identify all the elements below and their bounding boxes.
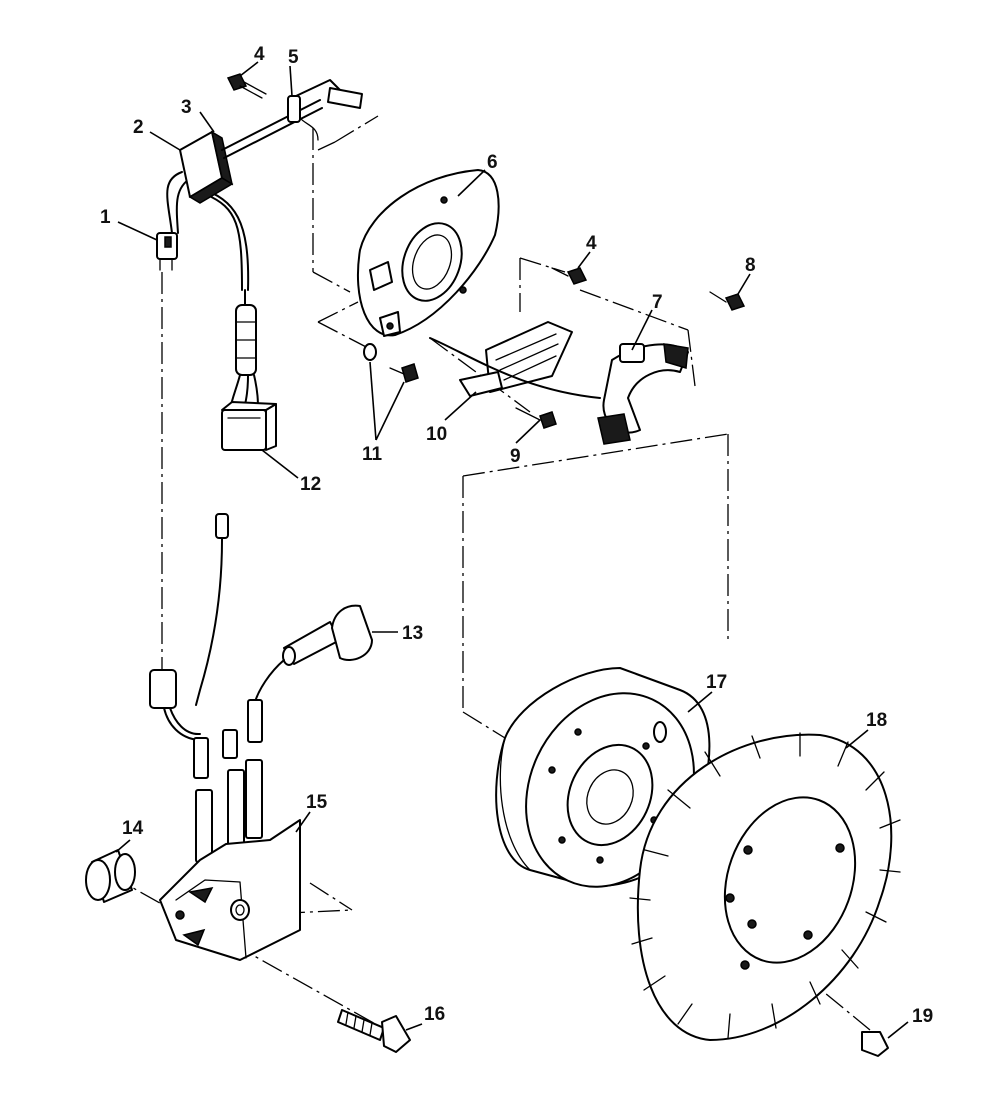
callout-15: 15 — [306, 792, 328, 813]
part-8-screw — [709, 291, 746, 311]
part-11-screw-washer — [363, 343, 419, 383]
part-4-screw-upper — [226, 73, 267, 99]
callout-13: 13 — [402, 623, 423, 644]
callout-2: 2 — [133, 117, 144, 138]
callout-7: 7 — [652, 292, 663, 313]
callout-14: 14 — [122, 818, 144, 839]
part-16-bolt — [337, 1009, 411, 1053]
part-2-3-regulator-harness — [166, 79, 363, 291]
callout-labels: 1 2 3 4 4 5 6 7 8 9 10 11 12 13 14 15 16… — [100, 44, 933, 1027]
part-19-screw — [861, 1031, 889, 1057]
callout-8: 8 — [745, 255, 756, 276]
callout-5: 5 — [288, 47, 299, 68]
part-18-cooling-fan — [629, 732, 901, 1041]
part-7-charge-coil — [597, 343, 689, 445]
callout-9: 9 — [510, 446, 521, 467]
part-10-pulser-coil — [429, 321, 601, 399]
callout-10: 10 — [426, 424, 447, 445]
callout-4-upper: 4 — [254, 44, 265, 65]
part-12-harness-plug — [221, 289, 277, 451]
part-4-screw-right — [551, 267, 588, 285]
callout-11: 11 — [362, 444, 383, 465]
callout-4-right: 4 — [586, 233, 597, 254]
part-15-ignition-coil — [149, 513, 301, 961]
part-13-spark-plug-cap — [253, 604, 373, 706]
part-1-connector — [156, 232, 178, 271]
leader-lines — [115, 61, 909, 1039]
callout-12: 12 — [300, 474, 321, 495]
callout-3: 3 — [181, 97, 192, 118]
callout-1: 1 — [100, 207, 111, 228]
callout-17: 17 — [706, 672, 727, 693]
callout-16: 16 — [424, 1004, 445, 1025]
part-6-stator-plate — [356, 169, 500, 337]
callout-19: 19 — [912, 1006, 933, 1027]
part-9-screw — [515, 407, 557, 429]
callout-18: 18 — [866, 710, 887, 731]
part-14-spacer — [85, 849, 136, 903]
callout-6: 6 — [487, 152, 498, 173]
